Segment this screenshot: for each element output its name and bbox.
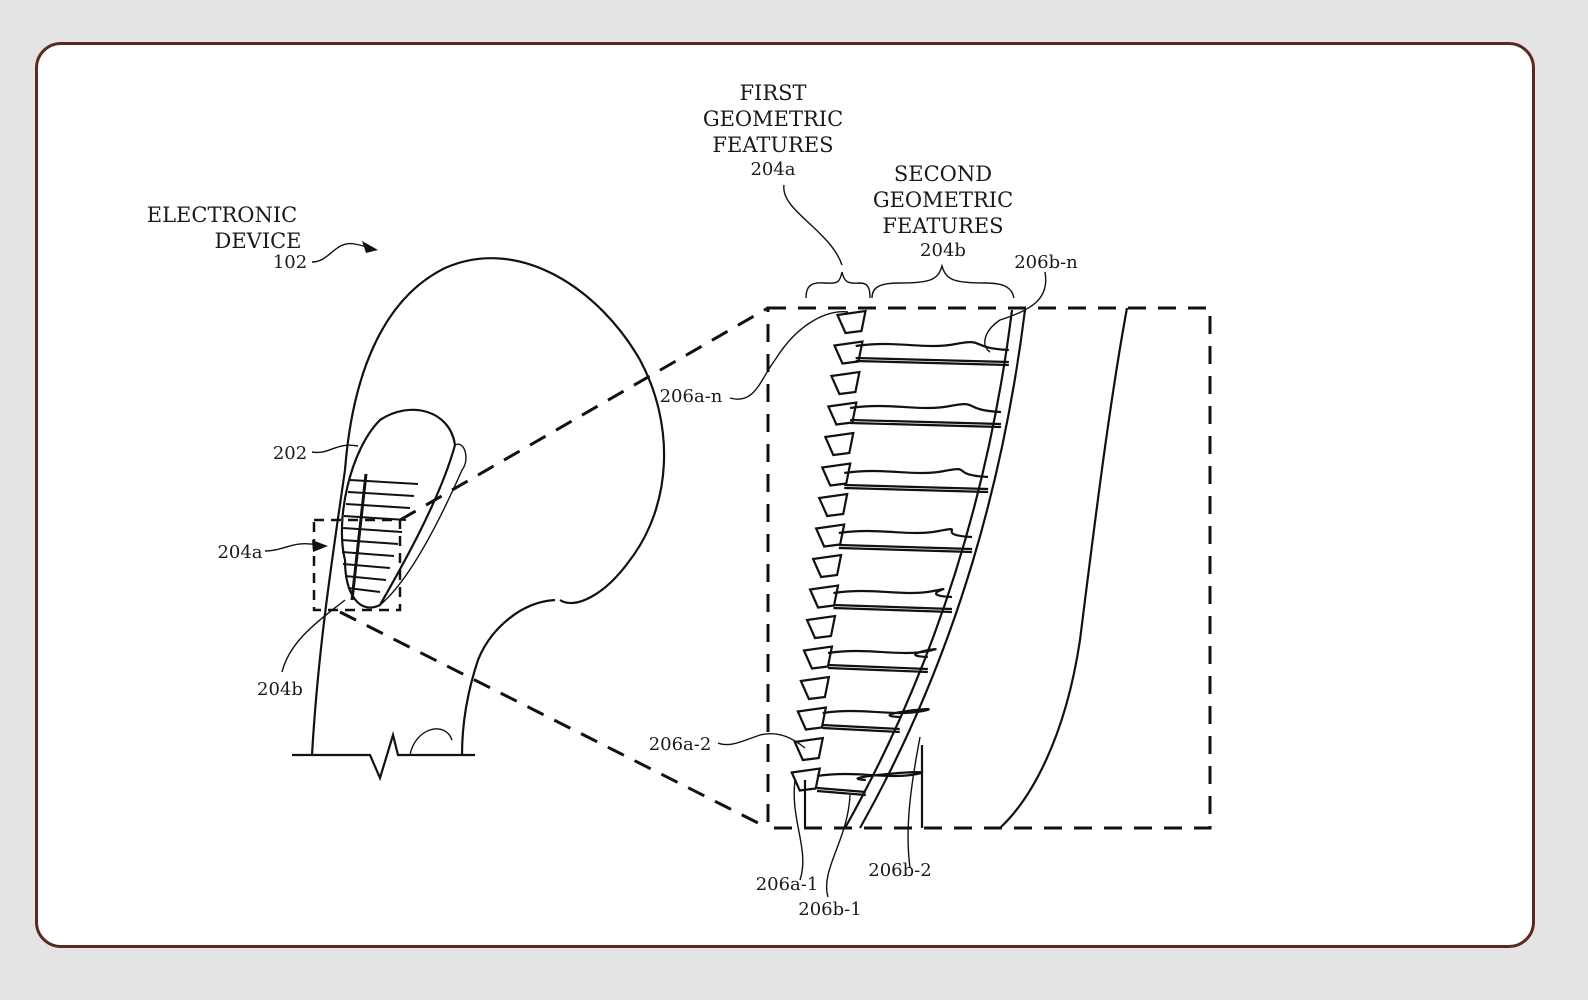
rung [822, 708, 930, 734]
label-second-features-line2: GEOMETRIC [873, 188, 1013, 212]
rung [827, 648, 937, 674]
leader-204b [281, 599, 346, 673]
tooth [805, 614, 837, 640]
device-base-loop [409, 728, 453, 756]
leader-206a-2 [717, 733, 806, 749]
feature-hatching [341, 473, 419, 601]
label-second-features-line1: SECOND [894, 162, 992, 186]
tooth [835, 309, 867, 335]
label-ref-206b-n: 206b-n [1014, 252, 1078, 273]
label-ref-204a-top: 204a [750, 159, 795, 180]
leader-206a-1 [793, 779, 804, 881]
outer-surface-curve [999, 307, 1129, 829]
label-electronic-device-line1: ELECTRONIC [147, 203, 297, 227]
second-geometric-features [816, 341, 1009, 797]
tooth [826, 401, 858, 426]
leader-first-features [783, 184, 843, 266]
tooth [802, 645, 834, 670]
tooth [799, 675, 831, 701]
rung [838, 528, 973, 554]
label-first-features-line3: FEATURES [712, 133, 833, 157]
brace-first [805, 271, 871, 299]
label-ref-204a: 204a [217, 542, 262, 563]
device-outline [310, 257, 666, 756]
labels: ELECTRONIC DEVICE 102 FIRST GEOMETRIC FE… [147, 81, 1078, 920]
leader-202 [311, 444, 359, 454]
device-arrow-head [362, 241, 378, 253]
device-arrow-leader [311, 242, 373, 263]
rail-outer [859, 309, 1027, 829]
tooth [823, 431, 855, 457]
detail-view-box [766, 306, 1212, 830]
leader-204a [264, 543, 319, 552]
rung [849, 403, 1002, 429]
projection-line-bottom [339, 610, 769, 830]
device-inner-curl [460, 598, 556, 756]
rung [833, 588, 953, 614]
leader-206b-2 [907, 736, 921, 869]
tooth [829, 370, 861, 396]
leader-204a-arrow [312, 540, 328, 552]
electronic-device-drawing [264, 241, 666, 782]
detail-view [717, 184, 1212, 898]
label-first-features-line2: GEOMETRIC [703, 107, 843, 131]
label-ref-202: 202 [273, 443, 307, 464]
label-first-features-line1: FIRST [739, 81, 806, 105]
label-ref-204b: 204b [257, 679, 303, 700]
tooth [796, 706, 828, 731]
tooth [814, 523, 846, 548]
detail-region-box [312, 518, 402, 612]
label-ref-206b-2: 206b-2 [868, 860, 931, 881]
tooth [811, 553, 843, 579]
label-ref-204b-top: 204b [920, 240, 966, 261]
tooth [832, 340, 864, 365]
first-geometric-features [790, 309, 867, 792]
leader-206b-1 [825, 794, 851, 898]
tooth [793, 736, 825, 762]
label-ref-206b-1: 206b-1 [798, 899, 861, 920]
tooth [817, 492, 849, 518]
brace-second [871, 263, 1015, 299]
rail-inner [844, 309, 1014, 829]
rung [844, 468, 989, 494]
leader-206b-n [984, 271, 1047, 353]
projection-line-top [399, 306, 769, 522]
tooth [808, 584, 840, 609]
label-ref-206a-2: 206a-2 [649, 734, 712, 755]
tooth [820, 462, 852, 487]
device-base [292, 730, 475, 782]
label-electronic-device-line2: DEVICE [214, 229, 301, 253]
rung [816, 771, 923, 797]
tooth [790, 767, 822, 792]
label-second-features-line3: FEATURES [882, 214, 1003, 238]
leader-206a-n [729, 311, 849, 400]
label-ref-206a-n: 206a-n [660, 386, 723, 407]
label-ref-102: 102 [273, 252, 307, 273]
label-ref-206a-1: 206a-1 [756, 874, 819, 895]
